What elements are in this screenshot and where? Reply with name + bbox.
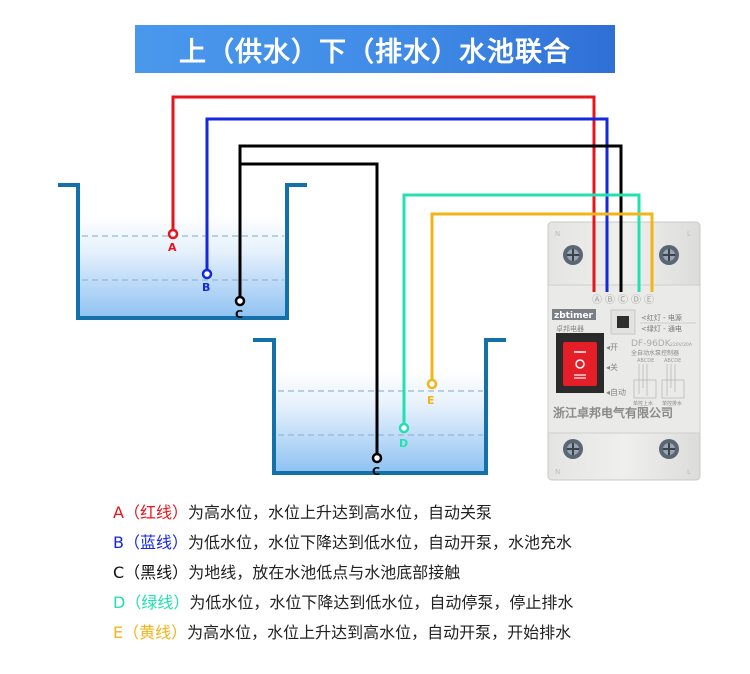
wires: [171, 95, 654, 455]
probe-b-label: B: [202, 281, 210, 294]
legend-desc-c: 为地线，放在水池低点与水池底部接触: [188, 563, 461, 582]
switch-off-label: ◂关: [606, 362, 618, 372]
terminal-label-bottom-right: L: [687, 468, 691, 476]
legend-key-a: A（红线）: [113, 503, 188, 522]
scheme-left-caption: 单控上水: [633, 400, 653, 407]
screw-icon: [563, 245, 583, 265]
diagram-title: 上（供水）下（排水）水池联合: [179, 36, 571, 68]
screw-icon: [659, 245, 679, 265]
terminal-a-label: Ⓐ: [592, 294, 602, 306]
legend-item-c: C（黑线）为地线，放在水池低点与水池底部接触: [113, 558, 573, 588]
probe-a: A: [167, 228, 179, 254]
probe-c-lower: C: [371, 452, 383, 478]
upper-tank-wall: [58, 183, 307, 320]
legend-item-e: E（黄线） 为高水位，水位上升达到高水位，自动开泵，开始排水: [113, 618, 573, 648]
upper-tank: [58, 183, 307, 320]
legend-desc-b: 为低水位，水位下降达到低水位，自动开泵，水池充水: [187, 533, 572, 552]
probe-d-tip: [398, 422, 410, 434]
wire-b-blue: [205, 117, 609, 292]
terminal-label-top-left: N: [555, 230, 560, 238]
probe-c-lower-tip: [371, 452, 383, 464]
legend-item-d: D（绿线）为低水位，水位下降达到低水位，自动停泵，停止排水: [113, 588, 573, 618]
switch-auto-label: ◂自动: [606, 387, 626, 397]
probe-b-tip: [201, 268, 213, 280]
probe-b: B: [201, 268, 213, 294]
brand-name: zbtimer: [554, 311, 594, 321]
lower-tank-wall: [253, 338, 506, 475]
model-number: DF-96DK: [631, 339, 672, 349]
terminal-e-label: Ⓔ: [644, 294, 654, 306]
scheme-letters-left: ABCDE: [637, 358, 654, 364]
legend-key-d: D（绿线）: [113, 593, 190, 612]
probe-e-tip: [426, 378, 438, 390]
brand-badge: [552, 309, 596, 320]
wire-legend: A（红线） 为高水位，水位上升达到高水位，自动关泵 B（蓝线）为低水位，水位下降…: [113, 498, 573, 648]
probe-c-upper-label: C: [235, 308, 243, 321]
legend-key-b: B（蓝线）: [113, 533, 188, 552]
product-name: 全自动水泵控制器: [631, 349, 679, 357]
legend-key-c: C（黑线）: [113, 563, 189, 582]
indicator-red-label: <红灯 - 电源: [641, 313, 682, 322]
title-banner: 上（供水）下（排水）水池联合: [135, 25, 615, 73]
screw-icon: [659, 439, 679, 459]
wire-c-black-branch: [240, 162, 379, 455]
scheme-letters-right: ABCDE: [664, 358, 681, 364]
terminal-label-top-right: L: [687, 230, 691, 238]
scheme-right-caption: 单控排水: [662, 400, 682, 407]
indicator-green-label: <绿灯 - 通电: [641, 324, 682, 333]
brand-name-cn: 卓邦电器: [556, 324, 584, 333]
pump-controller: N L N L Ⓐ Ⓑ Ⓒ Ⓓ Ⓔ zbtimer 卓邦电器 <红灯 - 电源 …: [547, 221, 701, 481]
legend-item-b: B（蓝线）为低水位，水位下降达到低水位，自动开泵，水池充水: [113, 528, 573, 558]
switch-on-label: ◂开: [606, 343, 618, 352]
legend-desc-e: 为高水位，水位上升达到高水位，自动开泵，开始排水: [187, 623, 572, 642]
legend-item-a: A（红线） 为高水位，水位上升达到高水位，自动关泵: [113, 498, 573, 528]
wire-c-black-main: [238, 144, 623, 298]
probe-c-lower-label: C: [372, 465, 380, 478]
rocker-switch[interactable]: [563, 342, 597, 386]
legend-desc-d: 为低水位，水位下降达到低水位，自动停泵，停止排水: [189, 593, 574, 612]
terminal-d-label: Ⓓ: [631, 294, 641, 306]
wire-e-yellow: [430, 212, 654, 381]
lower-tank: [253, 338, 506, 475]
model-spec: 220V/20A: [670, 342, 693, 348]
company-name: 浙江卓邦电气有限公司: [553, 405, 673, 420]
probe-c-upper: C: [234, 295, 246, 321]
wire-d-green: [402, 193, 641, 425]
terminal-c-label: Ⓒ: [618, 294, 628, 306]
probe-a-label: A: [168, 241, 177, 254]
probe-e-label: E: [427, 394, 435, 407]
scheme-drawings: [633, 364, 685, 399]
probe-d: D: [398, 422, 410, 450]
screw-icon: [563, 439, 583, 459]
probe-e: E: [426, 378, 438, 407]
probe-c-upper-tip: [234, 295, 246, 307]
legend-key-e: E（黄线）: [113, 623, 188, 642]
terminal-b-label: Ⓑ: [605, 294, 615, 306]
terminal-label-bottom-left: N: [555, 468, 560, 476]
legend-desc-a: 为高水位，水位上升达到高水位，自动关泵: [187, 503, 492, 522]
probe-a-tip: [167, 228, 179, 240]
probe-d-label: D: [399, 437, 408, 450]
upper-tank-water: [80, 215, 285, 318]
indicator-light: [617, 316, 629, 328]
